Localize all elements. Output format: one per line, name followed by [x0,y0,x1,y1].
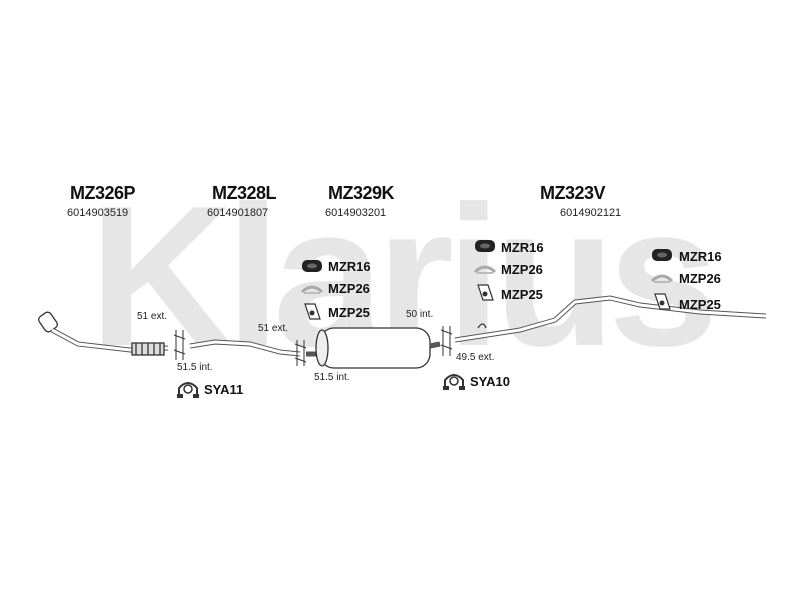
hanger-bracket-icon [473,265,497,274]
right-mount-label-1: MZR16 [679,249,722,264]
dimension-label-3: 51 ext. [258,323,289,334]
rubber-ring-icon [302,260,322,272]
part-code-front-pipe: 6014903519 [67,207,129,219]
joint-2 [294,340,307,366]
mount-clip-icon [304,303,321,320]
dimension-label-1: 51 ext. [137,311,168,322]
joint-3 [440,326,453,356]
mount-clip-icon [654,293,671,310]
center-mount-label-2: MZP26 [501,262,543,277]
right-mount-label-2: MZP26 [679,271,721,286]
dimension-label-2: 51.5 int. [177,362,213,373]
part-number-rear-pipe: MZ323V [540,183,606,203]
rubber-ring-icon [475,240,495,252]
rear-pipe-hanger-hook [477,323,487,329]
right-mount-label-3: MZP25 [679,297,721,312]
part-number-middle-silencer: MZ329K [328,183,395,203]
clamp-label-sya11: SYA11 [204,382,244,397]
dimension-label-4: 51.5 int. [314,372,350,383]
middle-mount-label-3: MZP25 [328,305,370,320]
clamp-icon [177,382,199,398]
middle-mount-label-1: MZR16 [328,259,371,274]
front-pipe [38,311,169,356]
rubber-ring-icon [652,249,672,261]
dimension-label-5: 50 int. [406,309,434,320]
middle-silencer [306,327,441,369]
center-mount-label-1: MZR16 [501,240,544,255]
dimension-label-6: 49.5 ext. [456,352,495,363]
hanger-bracket-icon [300,285,324,294]
clamp-icon [443,374,465,390]
part-code-middle-silencer: 6014903201 [325,207,387,219]
mount-clip-icon [477,284,494,301]
middle-mount-label-2: MZP26 [328,281,370,296]
part-number-front-pipe: MZ326P [70,183,136,203]
silencer-body [319,327,431,369]
part-code-rear-pipe: 6014902121 [560,207,622,219]
hanger-bracket-icon [650,274,674,283]
part-number-intermediate-pipe: MZ328L [212,183,277,203]
rear-pipe [454,295,767,343]
part-code-intermediate-pipe: 6014901807 [207,207,269,219]
joint-1 [173,330,186,360]
center-mount-label-3: MZP25 [501,287,543,302]
intermediate-pipe [189,339,301,357]
clamp-label-sya10: SYA10 [470,374,510,389]
